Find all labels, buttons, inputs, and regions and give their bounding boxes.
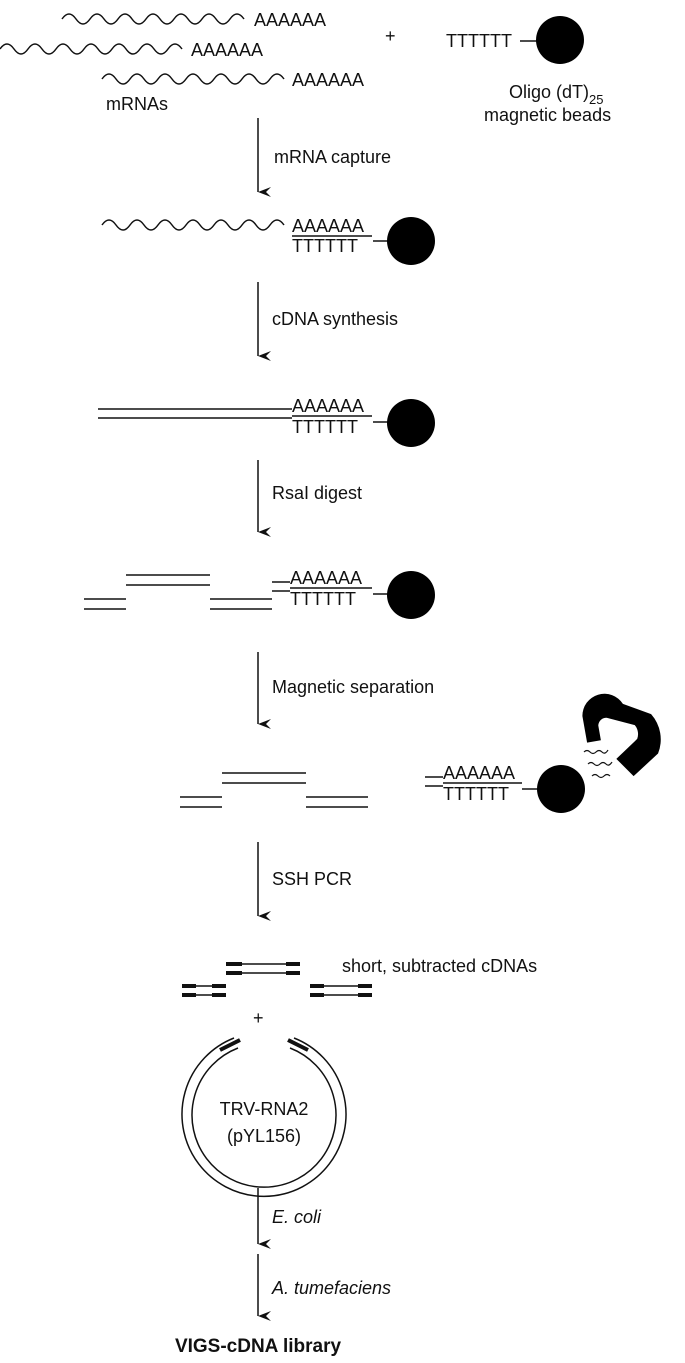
beads-label-line2: magnetic beads: [484, 105, 611, 125]
step-ssh-pcr: SSH PCR: [272, 869, 352, 889]
magnetic-bead: [536, 16, 584, 64]
magnetic-bead: [387, 217, 435, 265]
polya-tail-1: AAAAAA: [254, 10, 326, 30]
polya-tail-3: AAAAAA: [292, 70, 364, 90]
final-library-label: VIGS-cDNA library: [175, 1336, 342, 1357]
oligo-dt-seq: TTTTTT: [446, 31, 512, 51]
mrna-pool: [0, 13, 285, 85]
mrna-wave-2: [0, 43, 183, 55]
subtracted-cdnas: [182, 962, 372, 997]
plus-sign-vector: +: [253, 1008, 264, 1028]
captured-polyt: TTTTTT: [292, 236, 358, 256]
polya-tail-2: AAAAAA: [191, 40, 263, 60]
magnetic-bead: [387, 571, 435, 619]
step-magnetic-separation: Magnetic separation: [272, 677, 434, 697]
bound-polya: AAAAAA: [443, 763, 515, 783]
step-rsai-digest: RsaI digest: [272, 483, 362, 503]
released-fragments: [180, 772, 540, 808]
step-a-tumefaciens: A. tumefaciens: [271, 1278, 391, 1298]
magnetic-bead: [387, 399, 435, 447]
subtracted-cdnas-label: short, subtracted cDNAs: [342, 956, 537, 976]
captured-polya: AAAAAA: [292, 216, 364, 236]
cdna-polya: AAAAAA: [292, 396, 364, 416]
step-mrna-capture: mRNA capture: [274, 147, 391, 167]
mrna-wave-1: [61, 13, 245, 25]
plus-sign-top: +: [385, 26, 396, 46]
mrnas-label: mRNAs: [106, 94, 168, 114]
step-cdna-synthesis: cDNA synthesis: [272, 309, 398, 329]
digest-polya: AAAAAA: [290, 568, 362, 588]
plasmid-vector: [181, 1037, 347, 1197]
mrna-wave-3: [101, 73, 285, 85]
beads-label-line1: Oligo (dT)25: [509, 82, 603, 107]
cdna-polyt: TTTTTT: [292, 417, 358, 437]
magnet-icon: [582, 693, 661, 779]
digest-polyt: TTTTTT: [290, 589, 356, 609]
bound-polyt: TTTTTT: [443, 784, 509, 804]
plasmid-backbone: (pYL156): [227, 1126, 301, 1146]
step-e-coli: E. coli: [272, 1207, 322, 1227]
plasmid-name: TRV-RNA2: [220, 1099, 309, 1119]
magnetic-bead: [537, 765, 585, 813]
captured-mrna-wave: [101, 219, 285, 231]
